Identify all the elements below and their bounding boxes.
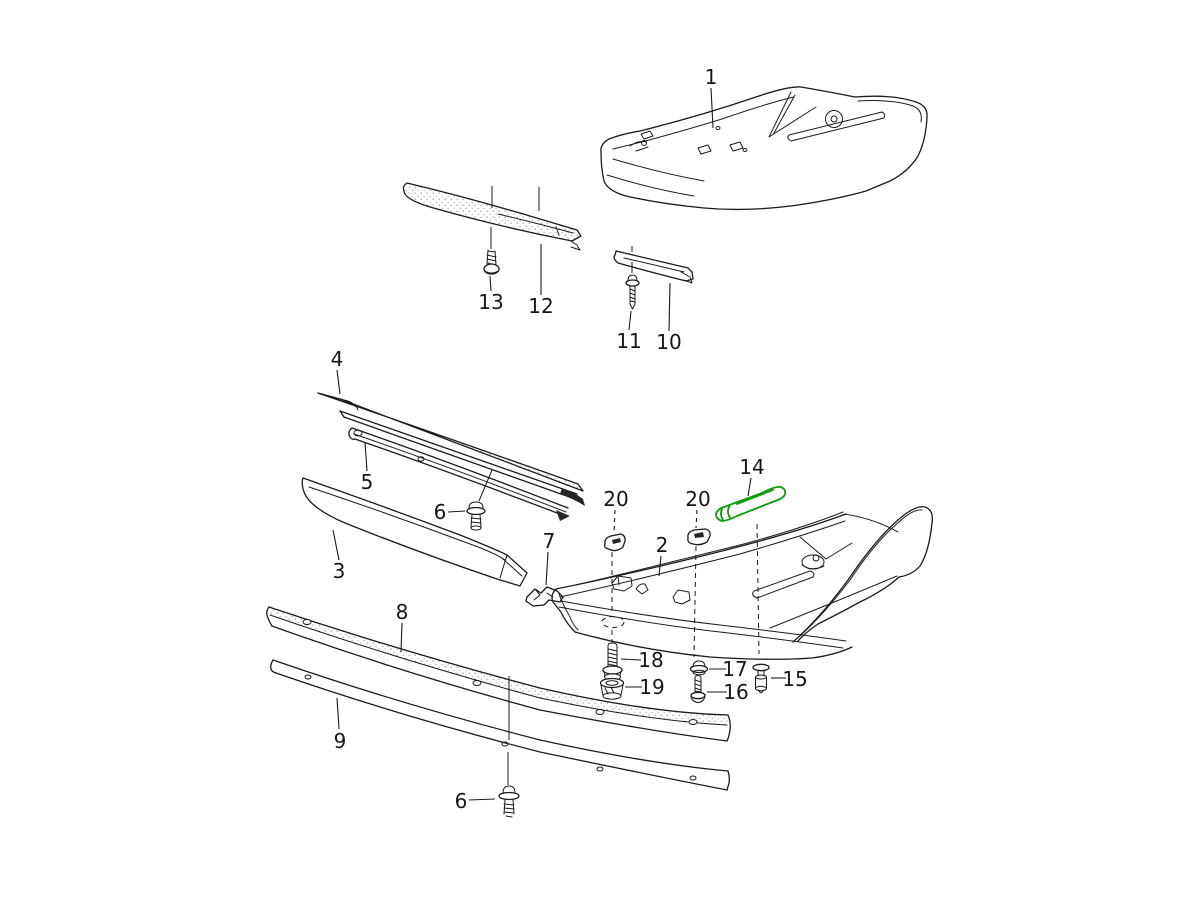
part-18-drawing bbox=[602, 642, 623, 681]
leader-line-9 bbox=[336, 697, 340, 730]
leader-line-4 bbox=[336, 369, 341, 395]
part-label-13[interactable]: 13 bbox=[478, 290, 504, 314]
leader-line-11 bbox=[628, 310, 632, 331]
part-10-drawing bbox=[613, 250, 694, 284]
part-19-drawing bbox=[599, 677, 625, 700]
leader-line-20a bbox=[613, 509, 616, 534]
leader-line-5 bbox=[364, 441, 368, 472]
part-label-6b[interactable]: 6 bbox=[454, 789, 468, 813]
part-label-1[interactable]: 1 bbox=[704, 65, 718, 89]
part-label-2[interactable]: 2 bbox=[655, 533, 669, 557]
part-9-drawing bbox=[270, 659, 730, 791]
leader-line-18 bbox=[620, 658, 642, 661]
axis-lines-layer bbox=[478, 186, 760, 785]
part-label-19[interactable]: 19 bbox=[639, 675, 665, 699]
part-label-15[interactable]: 15 bbox=[782, 667, 808, 691]
mounting-hole-marker bbox=[601, 616, 625, 628]
part-20b-drawing bbox=[687, 528, 711, 546]
part-label-10[interactable]: 10 bbox=[656, 330, 682, 354]
part-label-7[interactable]: 7 bbox=[542, 529, 556, 553]
leader-line-6a bbox=[447, 510, 466, 513]
part-2-drawing bbox=[551, 506, 933, 660]
part-3-drawing bbox=[301, 477, 528, 587]
part-label-6a[interactable]: 6 bbox=[433, 500, 447, 524]
part-5-drawing bbox=[348, 427, 570, 521]
part-6-mid-drawing bbox=[466, 501, 486, 531]
part-16-drawing bbox=[690, 675, 706, 703]
leader-line-3 bbox=[332, 529, 340, 561]
part-label-8[interactable]: 8 bbox=[395, 600, 409, 624]
part-label-11[interactable]: 11 bbox=[616, 329, 642, 353]
part-label-18[interactable]: 18 bbox=[638, 648, 664, 672]
leader-line-10 bbox=[668, 282, 671, 332]
part-1-drawing bbox=[600, 86, 928, 211]
part-label-9[interactable]: 9 bbox=[333, 729, 347, 753]
part-label-14[interactable]: 14 bbox=[739, 455, 765, 479]
part-label-20b[interactable]: 20 bbox=[685, 487, 711, 511]
part-7-drawing bbox=[525, 586, 564, 607]
part-6-bottom-drawing bbox=[498, 785, 520, 818]
part-label-17[interactable]: 17 bbox=[722, 657, 748, 681]
part-label-4[interactable]: 4 bbox=[330, 347, 344, 371]
leader-line-6b bbox=[468, 798, 496, 801]
part-13-drawing bbox=[483, 249, 500, 275]
part-8-drawing bbox=[266, 606, 731, 742]
part-label-12[interactable]: 12 bbox=[528, 294, 554, 318]
leader-line-7 bbox=[545, 551, 549, 586]
part-20a-drawing bbox=[604, 533, 626, 552]
part-12-drawing bbox=[402, 182, 582, 251]
part-11-drawing bbox=[625, 274, 640, 310]
leader-line-20b bbox=[695, 509, 698, 529]
leader-line-13 bbox=[489, 275, 492, 292]
axis-line-10 bbox=[693, 545, 697, 658]
part-17-drawing bbox=[689, 660, 709, 676]
leader-line-8 bbox=[400, 622, 403, 653]
axis-line-11 bbox=[756, 523, 760, 655]
part-label-5[interactable]: 5 bbox=[360, 470, 374, 494]
leader-line-1 bbox=[710, 87, 714, 129]
leader-line-2 bbox=[658, 555, 662, 577]
part-label-16[interactable]: 16 bbox=[723, 680, 749, 704]
part-label-20a[interactable]: 20 bbox=[603, 487, 629, 511]
leader-line-14 bbox=[747, 477, 752, 497]
part-4-drawing bbox=[317, 392, 585, 506]
part-label-3[interactable]: 3 bbox=[332, 559, 346, 583]
axis-line-5 bbox=[478, 469, 493, 502]
part-14-drawing[interactable] bbox=[715, 485, 787, 522]
leader-lines-layer bbox=[332, 87, 786, 801]
part-15-drawing bbox=[752, 663, 770, 694]
